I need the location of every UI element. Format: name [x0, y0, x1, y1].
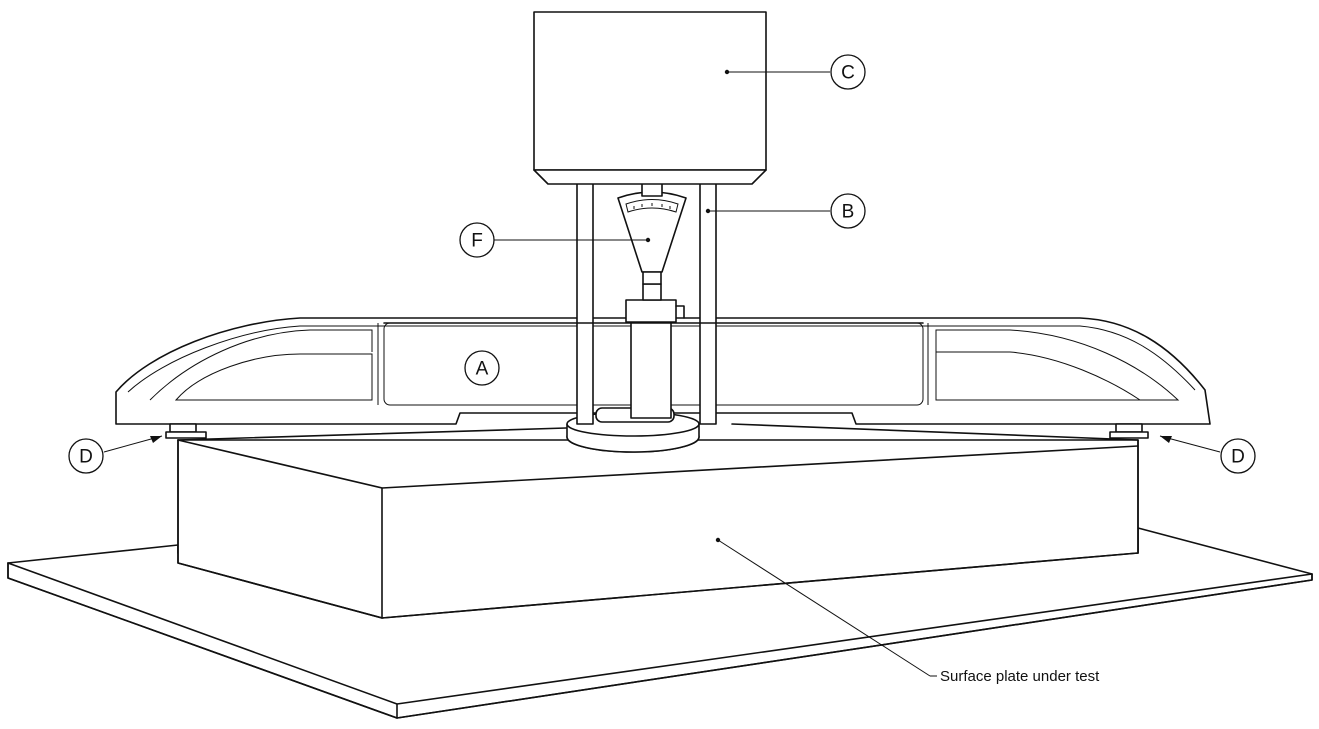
dial-gauge: [617, 181, 687, 285]
label-a: A: [464, 350, 500, 386]
surface-plate-caption: Surface plate under test: [940, 668, 1100, 685]
surface-plate-block: [177, 423, 1139, 619]
label-b-text: B: [842, 202, 855, 223]
label-d-left-text: D: [79, 447, 93, 468]
left-support-foot: [165, 423, 207, 439]
label-d-right: D: [1220, 438, 1256, 474]
label-c: C: [830, 54, 866, 90]
indicator-base: [566, 283, 700, 453]
label-c-text: C: [841, 63, 855, 84]
support-rods: [576, 181, 717, 425]
callout-leaders: [103, 71, 1221, 677]
label-d-left: D: [68, 438, 104, 474]
label-f: F: [459, 222, 495, 258]
right-support-foot: [1109, 423, 1149, 439]
label-f-text: F: [471, 231, 483, 252]
label-d-right-text: D: [1231, 447, 1245, 468]
label-a-text: A: [476, 359, 489, 380]
weight-box: [533, 11, 767, 185]
label-b: B: [830, 193, 866, 229]
